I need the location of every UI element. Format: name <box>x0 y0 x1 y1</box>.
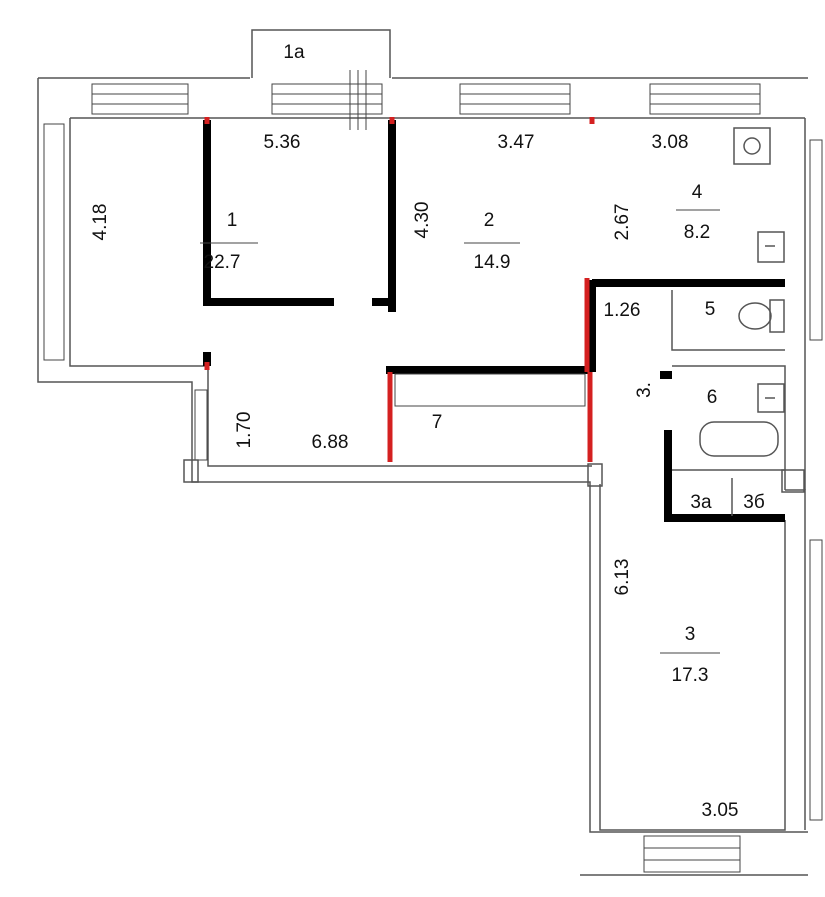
dim-room5-width: 1.26 <box>604 300 641 321</box>
dim-hall-partial: 3. <box>634 382 655 398</box>
windows <box>43 83 823 873</box>
room-2-area: 14.9 <box>474 252 511 273</box>
room-1a-label: 1a <box>283 42 305 63</box>
room-labels: 1 22.7 2 14.9 3 17.3 4 8.2 5 6 7 1a 3a 3… <box>204 42 765 686</box>
sink-icon <box>757 231 785 263</box>
stove-icon <box>733 127 771 165</box>
dim-room2-depth: 4.30 <box>412 202 433 239</box>
bathtub-icon <box>699 421 779 457</box>
new-walls <box>204 117 595 462</box>
room-1-area: 22.7 <box>204 252 241 273</box>
dim-room3-depth: 6.13 <box>612 559 633 596</box>
toilet-icon <box>738 299 785 333</box>
dimension-labels: 5.36 3.47 3.08 4.18 4.30 2.67 1.26 3. 1.… <box>90 132 738 821</box>
room-3-label: 3 <box>685 624 696 645</box>
room-3b-label: 3б <box>743 492 765 513</box>
room-6-label: 6 <box>707 387 718 408</box>
room-7-label: 7 <box>432 412 443 433</box>
dim-room2-width: 3.47 <box>498 132 535 153</box>
room-4-area: 8.2 <box>684 222 710 243</box>
columns <box>183 459 805 493</box>
dim-left-depth: 4.18 <box>90 204 111 241</box>
room-5-label: 5 <box>705 299 716 320</box>
dim-corridor-length: 6.88 <box>312 432 349 453</box>
balcony-door <box>349 70 367 130</box>
dim-room4-depth: 2.67 <box>612 204 633 241</box>
bathroom-sink-icon <box>757 383 785 413</box>
area-dividers <box>200 209 720 654</box>
room-3a-label: 3a <box>690 492 712 513</box>
dim-corridor-depth: 1.70 <box>234 412 255 449</box>
room-1-label: 1 <box>227 210 238 231</box>
outer-walls <box>37 29 808 876</box>
dim-room1-width: 5.36 <box>264 132 301 153</box>
dim-room4-width: 3.08 <box>652 132 689 153</box>
room-2-label: 2 <box>484 210 495 231</box>
room-3-area: 17.3 <box>672 665 709 686</box>
interior-walls <box>203 120 785 522</box>
room-4-label: 4 <box>692 182 703 203</box>
dim-room3-width: 3.05 <box>702 800 739 821</box>
